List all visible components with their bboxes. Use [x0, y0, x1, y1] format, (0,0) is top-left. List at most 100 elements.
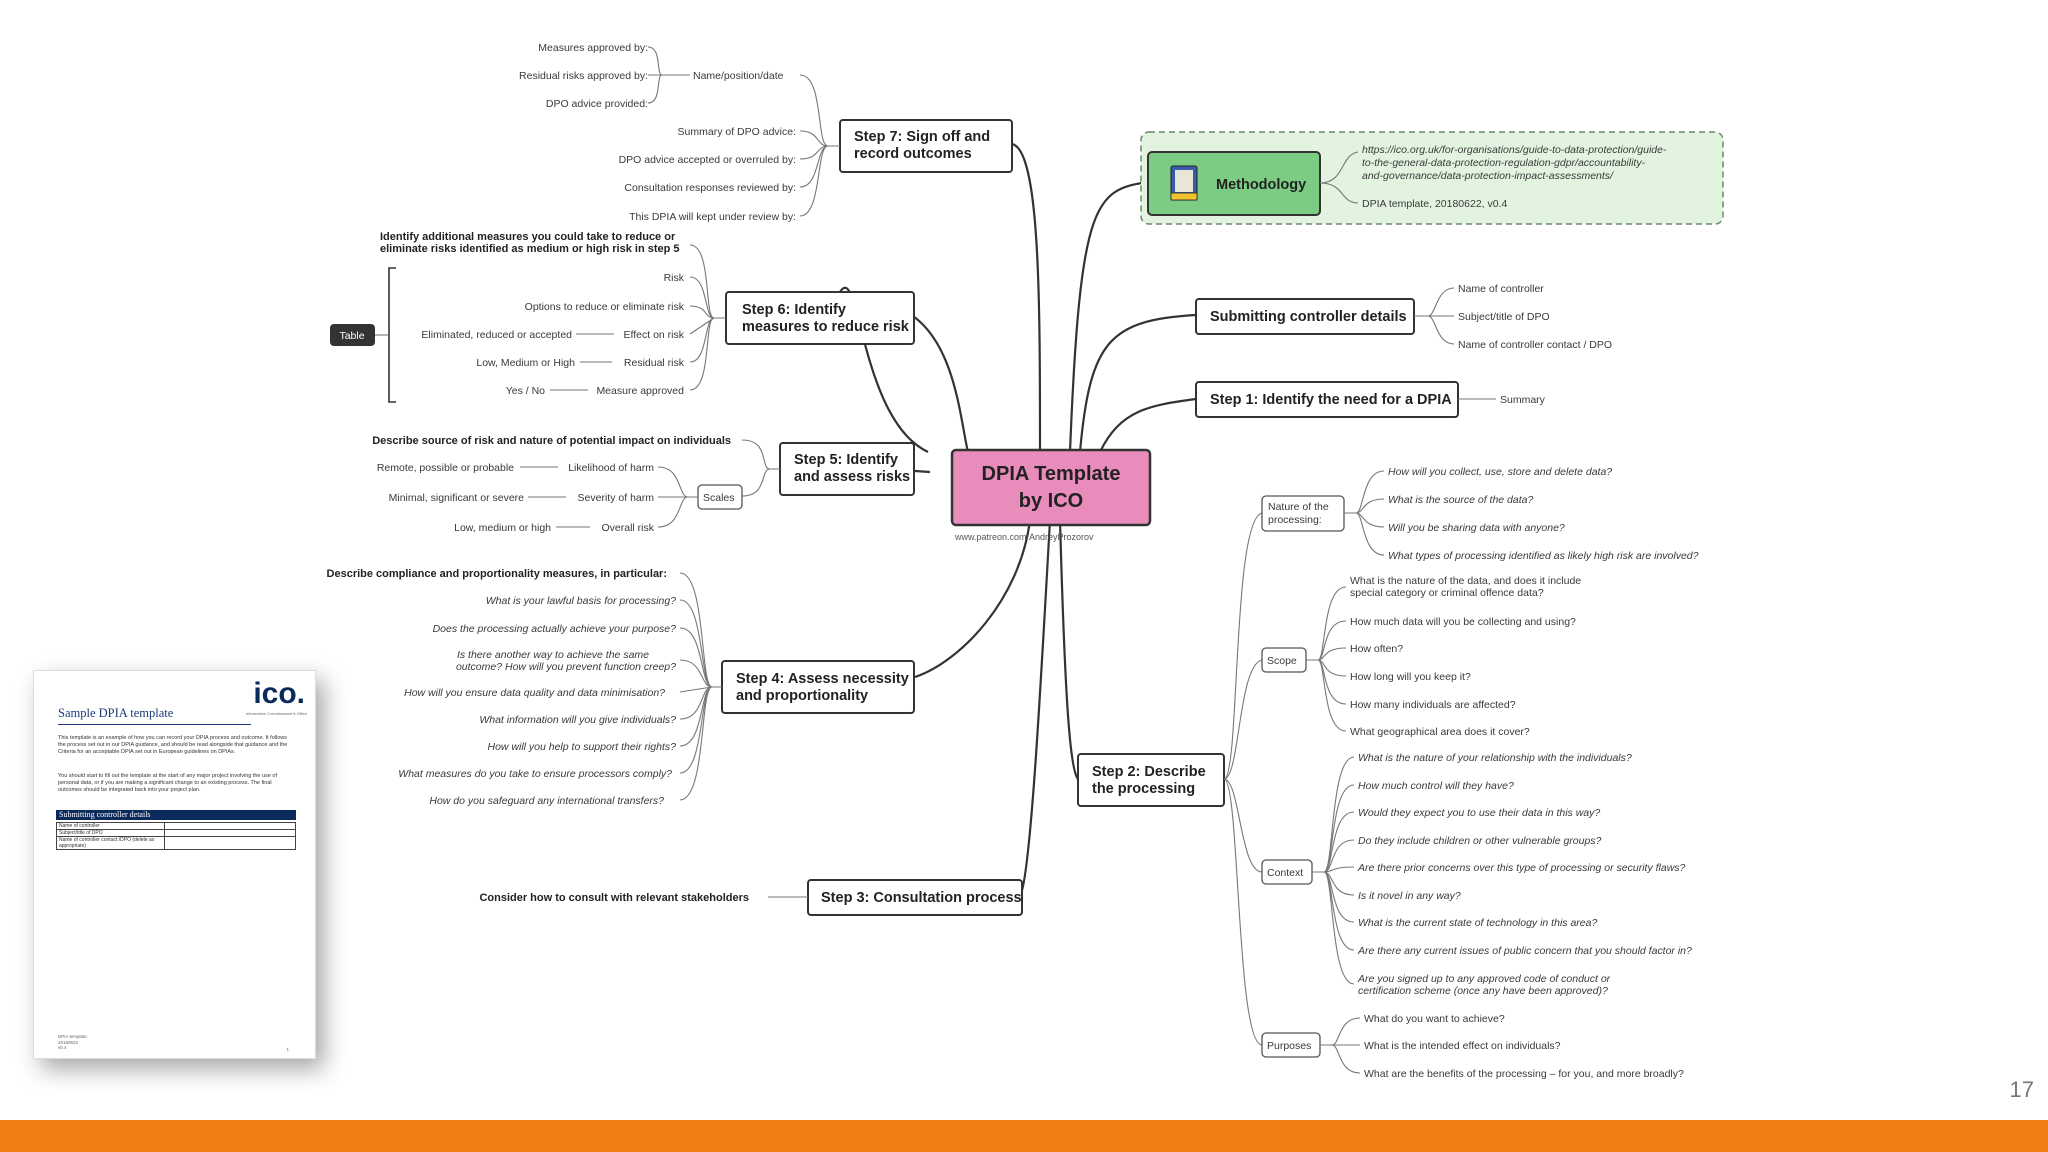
- scope-item: How long will you keep it?: [1350, 671, 1471, 683]
- context-item: Are there any current issues of public c…: [1357, 945, 1692, 957]
- context-item: Is it novel in any way?: [1358, 890, 1461, 902]
- scale-values: Minimal, significant or severe: [389, 492, 525, 504]
- step6-label-line2: measures to reduce risk: [742, 319, 910, 335]
- thumbnail-title: Sample DPIA template: [58, 706, 174, 720]
- thumbnail-section-header: Submitting controller details: [56, 810, 296, 820]
- methodology-url-line2[interactable]: to-the-general-data-protection-regulatio…: [1362, 157, 1646, 169]
- step3-node[interactable]: Step 3: Consultation process: [807, 879, 1023, 916]
- table-row: Name of controller: [56, 822, 297, 830]
- step6-heading-line2: eliminate risks identified as medium or …: [380, 243, 680, 255]
- methodology-node[interactable]: Methodology: [1147, 151, 1321, 216]
- methodology-url-line3[interactable]: and-governance/data-protection-impact-as…: [1362, 170, 1614, 182]
- step4-heading: Describe compliance and proportionality …: [327, 568, 667, 580]
- step1-item: Summary: [1500, 394, 1546, 406]
- controller-node[interactable]: Submitting controller details: [1195, 298, 1415, 335]
- step7-group-item: Measures approved by:: [538, 42, 648, 54]
- step7-group-item: DPO advice provided:: [546, 98, 648, 110]
- context-item: What is the current state of technology …: [1358, 917, 1597, 929]
- nature-item: How will you collect, use, store and del…: [1388, 466, 1612, 478]
- controller-item: Name of controller: [1458, 283, 1544, 295]
- context-item: How much control will they have?: [1358, 780, 1514, 792]
- step4-question: What measures do you take to ensure proc…: [398, 768, 672, 780]
- methodology-label: Methodology: [1216, 177, 1306, 193]
- nature-item: Will you be sharing data with anyone?: [1388, 522, 1565, 534]
- step6-item: Options to reduce or eliminate risk: [525, 301, 685, 313]
- table-tag[interactable]: Table: [330, 324, 375, 346]
- step4-label-line2: and proportionality: [736, 688, 868, 704]
- step6-node[interactable]: Step 6: Identify measures to reduce risk: [725, 291, 915, 345]
- controller-item: Name of controller contact / DPO: [1458, 339, 1612, 351]
- central-title-line2: by ICO: [1019, 490, 1083, 512]
- scope-item: How many individuals are affected?: [1350, 699, 1516, 711]
- step5-heading: Describe source of risk and nature of po…: [372, 435, 731, 447]
- step6-item: Effect on risk: [624, 329, 685, 341]
- step4-question: How will you help to support their right…: [487, 741, 676, 753]
- context-item: What is the nature of your relationship …: [1358, 752, 1632, 764]
- scale-values: Remote, possible or probable: [377, 462, 514, 474]
- step7-group-label: Name/position/date: [693, 70, 784, 82]
- step2-label-line1: Step 2: Describe: [1092, 764, 1206, 780]
- methodology-url-line1[interactable]: https://ico.org.uk/for-organisations/gui…: [1362, 144, 1667, 156]
- table-row: Subject/title of DPO: [56, 829, 297, 837]
- context-item: Would they expect you to use their data …: [1358, 807, 1600, 819]
- scale-name: Likelihood of harm: [568, 462, 654, 474]
- step7-item: Consultation responses reviewed by:: [624, 182, 796, 194]
- step7-item: DPO advice accepted or overruled by:: [619, 154, 796, 166]
- step4-question: outcome? How will you prevent function c…: [456, 661, 676, 673]
- step6-item: Risk: [664, 272, 685, 284]
- thumbnail-paragraph: This template is an example of how you c…: [58, 735, 288, 755]
- step2-node[interactable]: Step 2: Describe the processing: [1077, 753, 1225, 807]
- step7-item: Summary of DPO advice:: [678, 126, 796, 138]
- central-node[interactable]: DPIA Template by ICO: [950, 448, 1152, 527]
- thumbnail-table: Name of controller Subject/title of DPO …: [56, 822, 297, 850]
- step7-node[interactable]: Step 7: Sign off and record outcomes: [839, 119, 1013, 173]
- context-item: Are you signed up to any approved code o…: [1357, 973, 1611, 985]
- dpia-template-thumbnail[interactable]: ico. Information Commissioner's Office S…: [33, 670, 316, 1059]
- controller-item: Subject/title of DPO: [1458, 311, 1550, 323]
- scales-node[interactable]: Scales: [697, 484, 743, 510]
- step7-group-item: Residual risks approved by:: [519, 70, 648, 82]
- purposes-item: What do you want to achieve?: [1364, 1013, 1505, 1025]
- controller-label: Submitting controller details: [1210, 309, 1407, 325]
- scope-item: special category or criminal offence dat…: [1350, 587, 1544, 599]
- context-item: Do they include children or other vulner…: [1358, 835, 1602, 847]
- step4-question: How will you ensure data quality and dat…: [404, 687, 665, 699]
- step4-node[interactable]: Step 4: Assess necessity and proportiona…: [721, 660, 915, 714]
- step7-label-line1: Step 7: Sign off and: [854, 129, 990, 145]
- context-item: certification scheme (once any have been…: [1358, 985, 1608, 997]
- step4-question: How do you safeguard any international t…: [429, 795, 664, 807]
- step4-question: What is your lawful basis for processing…: [486, 595, 676, 607]
- step5-label-line2: and assess risks: [794, 469, 910, 485]
- nature-label-line2: processing:: [1268, 514, 1322, 526]
- step5-node[interactable]: Step 5: Identify and assess risks: [779, 442, 915, 496]
- scale-values: Low, medium or high: [454, 522, 551, 534]
- scope-item: How much data will you be collecting and…: [1350, 616, 1576, 628]
- nature-item: What is the source of the data?: [1388, 494, 1533, 506]
- nature-label-line1: Nature of the: [1268, 501, 1329, 513]
- nature-item: What types of processing identified as l…: [1388, 550, 1699, 562]
- central-title-line1: DPIA Template: [982, 463, 1121, 485]
- step3-note: Consider how to consult with relevant st…: [479, 892, 749, 904]
- scope-item: What geographical area does it cover?: [1350, 726, 1530, 738]
- purposes-item: What is the intended effect on individua…: [1364, 1040, 1561, 1052]
- step4-question: Is there another way to achieve the same: [457, 649, 649, 661]
- context-node[interactable]: Context: [1261, 859, 1313, 885]
- main-branches: [839, 142, 1197, 897]
- title-rule: [58, 724, 251, 725]
- purposes-label: Purposes: [1267, 1040, 1311, 1052]
- step3-label: Step 3: Consultation process: [821, 890, 1022, 906]
- scope-node[interactable]: Scope: [1261, 647, 1307, 673]
- step6-value: Eliminated, reduced or accepted: [421, 329, 572, 341]
- scale-name: Overall risk: [601, 522, 654, 534]
- step4-question: Does the processing actually achieve you…: [433, 623, 677, 635]
- purposes-node[interactable]: Purposes: [1261, 1032, 1321, 1058]
- table-row: Name of controller contact /DPO (delete …: [56, 836, 297, 850]
- step6-label-line1: Step 6: Identify: [742, 302, 846, 318]
- purposes-item: What are the benefits of the processing …: [1364, 1068, 1684, 1080]
- context-label: Context: [1267, 867, 1303, 879]
- nature-node[interactable]: Nature of the processing:: [1261, 495, 1345, 532]
- bottom-accent-bar: [0, 1120, 2048, 1152]
- step6-value: Yes / No: [506, 385, 545, 397]
- step1-node[interactable]: Step 1: Identify the need for a DPIA: [1195, 381, 1459, 418]
